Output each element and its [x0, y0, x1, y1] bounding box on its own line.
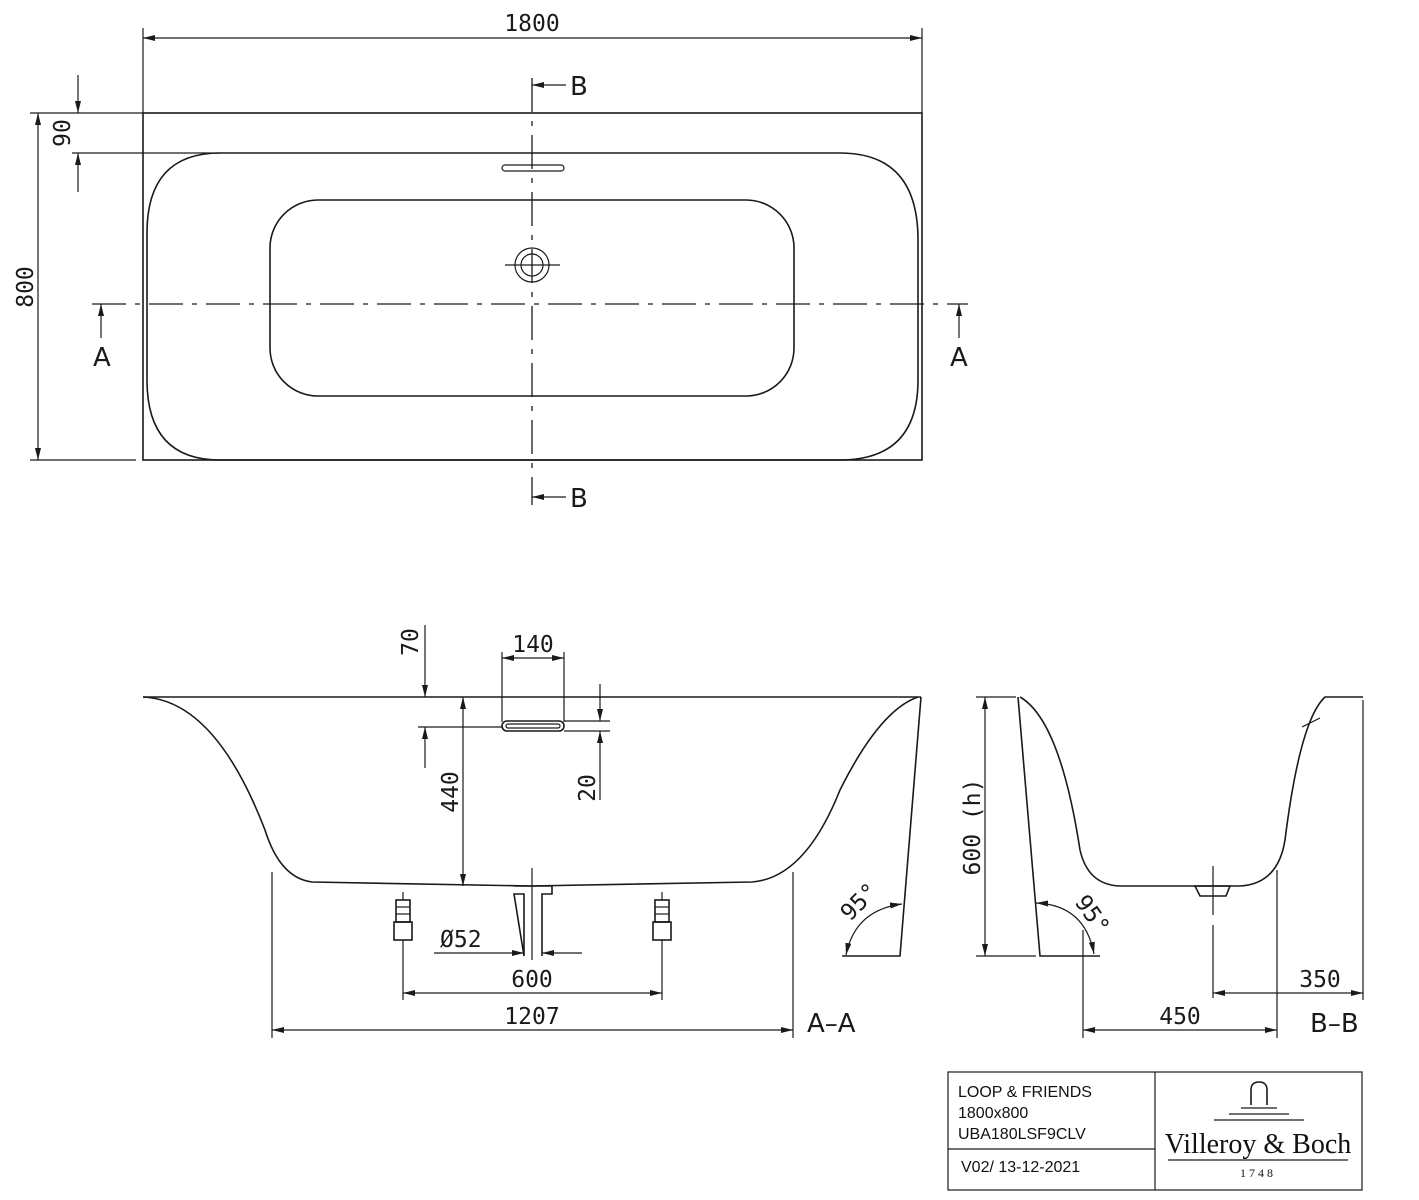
overflow-slot [501, 164, 565, 172]
dimension-450: 450 [1159, 1004, 1201, 1030]
dimension-440: 440 [438, 771, 464, 813]
profile-bb [1019, 696, 1363, 887]
profile-right [529, 696, 919, 887]
tub-rim-outline [146, 152, 919, 461]
dimension-600-height: 600 (h) [960, 779, 986, 876]
foot-right [652, 899, 672, 941]
drain-fitting-bb [1193, 885, 1232, 897]
section-b-b: 600 (h) 350 450 95° B–B [960, 696, 1364, 1039]
drain-fitting [513, 885, 553, 957]
section-marker-a-left: A [93, 343, 111, 373]
dimension-20: 20 [575, 774, 601, 802]
angle-95-aa: 95° [836, 878, 884, 926]
profile-left [142, 696, 531, 887]
title-product-size: 1800x800 [958, 1105, 1028, 1122]
dimension-140: 140 [512, 632, 554, 658]
section-label-b-b: B–B [1310, 1009, 1359, 1039]
section-label-a-a: A–A [807, 1009, 856, 1039]
top-view: B B A A 1800 800 90 [13, 11, 968, 514]
angle-95-bb: 95° [1069, 891, 1114, 940]
dimension-1207: 1207 [504, 1004, 559, 1030]
title-product-name: LOOP & FRIENDS [958, 1084, 1092, 1101]
dimension-70: 70 [398, 628, 424, 656]
dimension-1800: 1800 [504, 11, 559, 37]
title-version: V02/ 13-12-2021 [961, 1159, 1080, 1176]
section-a-a: 70 140 20 440 Ø52 600 1207 95° A–A [142, 625, 922, 1039]
brand-name: Villeroy & Boch [1165, 1129, 1352, 1160]
overflow-fitting [501, 720, 565, 732]
dimension-800: 800 [13, 266, 39, 308]
section-marker-b-top: B [570, 72, 588, 102]
title-block: LOOP & FRIENDS 1800x800 UBA180LSF9CLV V0… [947, 1071, 1363, 1191]
section-marker-a-right: A [950, 343, 968, 373]
dimension-diameter-52: Ø52 [440, 927, 482, 953]
brand-logo: Villeroy & Boch 1748 [1165, 1081, 1352, 1180]
foot-left [393, 899, 413, 941]
brand-year: 1748 [1240, 1166, 1276, 1180]
section-marker-b-bottom: B [570, 484, 588, 514]
dimension-600: 600 [511, 967, 553, 993]
dimension-90: 90 [50, 119, 76, 147]
dimension-350: 350 [1299, 967, 1341, 993]
title-product-code: UBA180LSF9CLV [958, 1126, 1086, 1143]
